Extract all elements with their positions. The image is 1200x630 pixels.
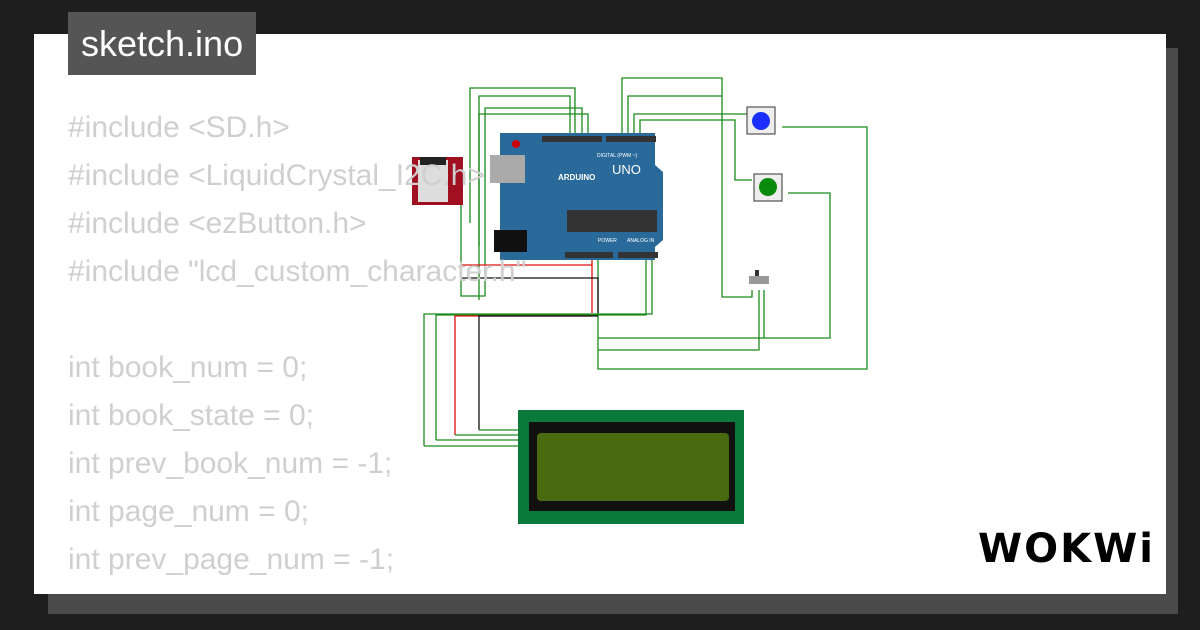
code-line: int page_num = 0;	[68, 495, 310, 528]
push-button-blue[interactable]	[746, 106, 776, 135]
slide-switch[interactable]	[749, 270, 769, 284]
sketch-title: sketch.ino	[68, 12, 257, 75]
power-label: POWER	[598, 238, 617, 244]
code-line: #include <SD.h>	[68, 111, 290, 144]
code-line: #include <ezButton.h>	[68, 207, 367, 240]
code-line: int book_num = 0;	[68, 351, 308, 384]
board-model: UNO	[612, 162, 641, 177]
lcd-display	[518, 410, 744, 524]
board-brand: ARDUINO	[558, 173, 595, 182]
code-line: int book_state = 0;	[68, 399, 315, 432]
arduino-uno-board: ARDUINO UNO DIGITAL (PWM ~) POWER ANALOG…	[490, 133, 663, 260]
ground-wire	[462, 277, 599, 430]
code-line: int prev_page_num = -1;	[68, 543, 395, 576]
code-preview: #include <SD.h> #include <LiquidCrystal_I…	[68, 104, 526, 584]
code-line: #include <LiquidCrystal_I2C.h>	[68, 159, 485, 192]
sd-card-module	[412, 157, 463, 205]
push-button-green[interactable]	[753, 173, 783, 202]
wokwi-logo: WOKWi	[978, 526, 1155, 572]
digital-label: DIGITAL (PWM ~)	[597, 153, 637, 159]
analog-label: ANALOG IN	[627, 238, 655, 244]
code-line: int prev_book_num = -1;	[68, 447, 393, 480]
code-line: ​	[68, 296, 526, 344]
code-line: #include "lcd_custom_character.h"	[68, 255, 527, 288]
wires	[423, 77, 868, 446]
